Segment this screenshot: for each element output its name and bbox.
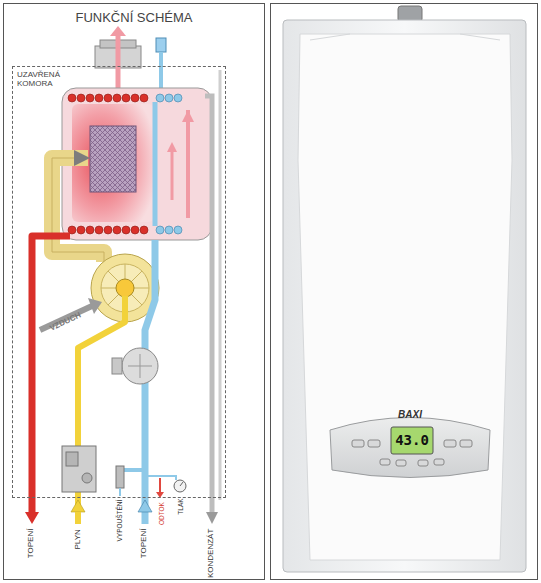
mix-arrow xyxy=(74,150,90,166)
pipe-label: KONDENZÁT xyxy=(208,529,217,578)
gas-pipe xyxy=(62,296,125,524)
return-pipe xyxy=(112,240,176,524)
condensate-pipe xyxy=(205,70,220,524)
enclosure-heading: UZAVŘENÁ KOMORA xyxy=(17,70,69,88)
premix-duct-edge xyxy=(52,158,104,262)
enclosure-box: UZAVŘENÁ KOMORA xyxy=(12,66,226,498)
diagram-title: FUNKČNÍ SCHÉMA xyxy=(75,11,192,25)
air-label: VZDUCH xyxy=(49,311,83,333)
right-frame xyxy=(271,4,538,580)
pipe-label: TOPENÍ xyxy=(28,529,37,559)
left-frame xyxy=(4,4,265,580)
brand-logo: BAXI xyxy=(398,409,422,420)
pipe-label: PLYN xyxy=(74,529,83,549)
pipe-label: TOPENÍ xyxy=(141,529,150,559)
air-vent xyxy=(156,38,166,92)
display-reading: 43.0 xyxy=(395,433,429,448)
boiler-photo xyxy=(283,6,526,572)
fittings xyxy=(116,466,186,498)
pipe-label: ODTOK xyxy=(157,502,164,525)
premix-duct xyxy=(52,158,104,262)
flue-outlet xyxy=(95,26,141,92)
pipe-label: VYPOUŠTĚNÍ xyxy=(116,500,123,542)
pipe-label: TLAK xyxy=(176,498,183,514)
